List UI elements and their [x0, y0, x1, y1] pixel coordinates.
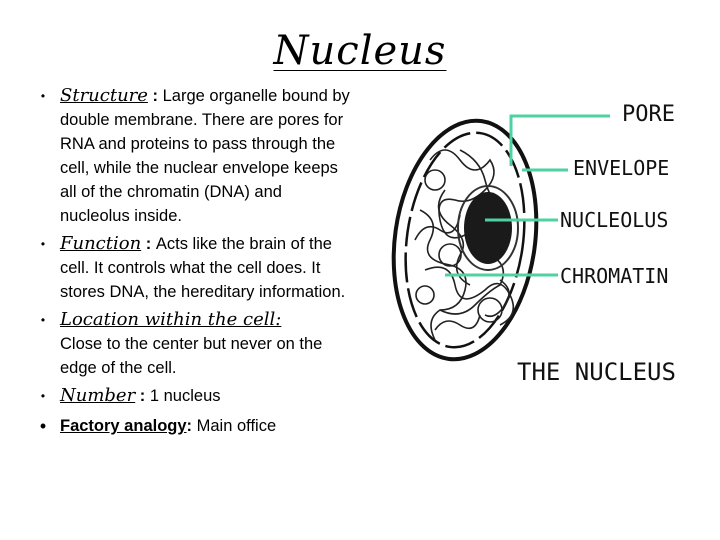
nucleus-illustration: [391, 114, 610, 362]
nucleolus-ring: [457, 185, 519, 271]
bullet-dot: •: [40, 237, 46, 251]
term-colon: :: [147, 87, 163, 105]
bullet-text: Close to the center but never on the edg…: [60, 335, 323, 377]
term-colon: :: [141, 235, 156, 253]
slide-title: Nucleus: [273, 28, 447, 74]
bullet-factory: • Factory analogy: Main office: [32, 414, 354, 438]
term-location: Location within the cell:: [60, 309, 282, 330]
bullet-text: Large organelle bound by double membrane…: [60, 87, 350, 225]
nucleolus: [464, 192, 512, 264]
bullet-text: Main office: [192, 417, 277, 435]
bullet-dot: •: [39, 416, 47, 436]
term-structure: Structure: [60, 85, 148, 106]
term-colon: :: [135, 387, 150, 405]
term-factory: Factory analogy: [60, 417, 187, 435]
pore-pointer: [509, 114, 610, 166]
pointer-lines: [445, 114, 610, 277]
label-chromatin: CHROMATIN: [560, 264, 669, 288]
nucleus-diagram: PORE ENVELOPE NUCLEOLUS CHROMATIN: [390, 80, 700, 400]
label-pore: PORE: [622, 102, 675, 127]
outer-membrane: [391, 118, 539, 362]
term-number: Number: [60, 385, 136, 406]
bullet-function: • Function : Acts like the brain of the …: [32, 232, 354, 304]
bullet-dot: •: [40, 389, 46, 403]
label-nucleolus: NUCLEOLUS: [560, 208, 669, 232]
bullet-list: • Structure : Large organelle bound by d…: [32, 84, 354, 442]
bullet-number: • Number : 1 nucleus: [32, 384, 354, 408]
bullet-location: • Location within the cell: Close to the…: [32, 308, 354, 380]
inner-membrane: [404, 131, 526, 349]
bullet-dot: •: [40, 313, 46, 327]
bullet-structure: • Structure : Large organelle bound by d…: [32, 84, 354, 228]
bullet-text: Acts like the brain of the cell. It cont…: [60, 235, 346, 301]
term-function: Function: [60, 233, 142, 254]
bullet-dot: •: [40, 89, 46, 103]
bullet-text: 1 nucleus: [149, 387, 221, 405]
term-colon: :: [186, 417, 193, 435]
label-envelope: ENVELOPE: [573, 156, 670, 180]
diagram-caption: THE NUCLEUS: [517, 358, 676, 386]
